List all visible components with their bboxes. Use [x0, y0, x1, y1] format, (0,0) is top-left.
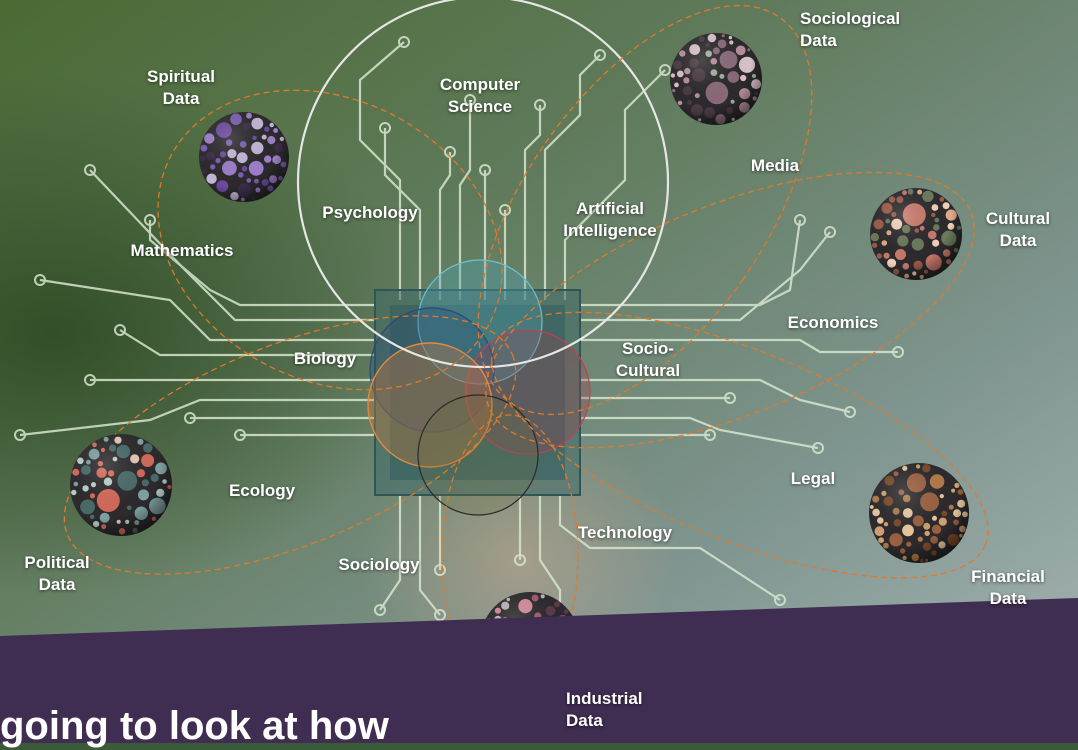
- sphere-shading: [869, 463, 969, 563]
- circuit-trace: [580, 338, 898, 354]
- label-economics: Economics: [787, 313, 879, 332]
- label-biology: Biology: [293, 349, 357, 368]
- label-psychology: Psychology: [322, 203, 418, 222]
- sphere-shading: [870, 188, 962, 280]
- circuit-trace: [543, 54, 601, 300]
- label-sociological-data: Sociological Data: [800, 9, 901, 50]
- circuit-node: [34, 274, 46, 286]
- circuit-traces: [14, 36, 904, 656]
- label-media: Media: [750, 156, 800, 175]
- circuit-node: [812, 442, 824, 454]
- circuit-node: [794, 214, 806, 226]
- circuit-node: [534, 99, 546, 111]
- cultural-data-sphere: [870, 188, 962, 280]
- circuit-trace: [523, 105, 542, 300]
- label-industrial-data: Industrial Data: [566, 689, 643, 730]
- circuit-node: [892, 346, 904, 358]
- circuit-trace: [558, 495, 781, 601]
- circuit-trace: [39, 278, 375, 342]
- circuit-node: [84, 164, 96, 176]
- circuit-node: [774, 594, 786, 606]
- circuit-trace: [563, 69, 666, 300]
- financial-data-sphere: [869, 463, 969, 563]
- circuit-node: [824, 226, 836, 238]
- circuit-node: [464, 94, 476, 106]
- label-computer-science: Computer Science: [439, 75, 521, 116]
- circuit-node: [14, 429, 26, 441]
- circuit-node: [844, 406, 856, 418]
- computer-science-circle: [296, 0, 670, 369]
- circuit-trace: [438, 152, 452, 300]
- venn-circle-navy: [369, 307, 495, 433]
- label-technology: Technology: [577, 523, 673, 542]
- label-cultural-data: Cultural Data: [985, 209, 1051, 250]
- label-ecology: Ecology: [228, 481, 296, 500]
- sociological-data-sphere: [670, 33, 762, 125]
- circuit-node: [434, 564, 446, 576]
- sphere-shading: [670, 33, 762, 125]
- circuit-node: [379, 122, 391, 134]
- label-political-data: Political Data: [24, 553, 90, 594]
- label-socio-cultural: Socio- Cultural: [615, 339, 681, 380]
- circuit-node: [704, 429, 716, 441]
- circuit-node: [434, 609, 446, 621]
- label-artificial-intelligence: Artificial Intelligence: [563, 199, 657, 240]
- circuit-trace: [383, 128, 422, 300]
- circuit-node: [499, 204, 511, 216]
- circuit-node: [594, 49, 606, 61]
- spiritual-data-sphere: [199, 112, 289, 202]
- circuit-trace: [89, 169, 375, 322]
- circuit-trace: [580, 231, 831, 322]
- circuit-node: [84, 374, 96, 386]
- circuit-node: [398, 36, 410, 48]
- circuit-trace: [379, 495, 402, 611]
- circuit-trace: [580, 219, 802, 307]
- sphere-shading: [70, 434, 172, 536]
- circuit-node: [724, 392, 736, 404]
- ellipse-cultural: [485, 171, 975, 449]
- venn-circle-dark: [417, 394, 539, 516]
- circuit-node: [514, 554, 526, 566]
- circuit-node: [659, 64, 671, 76]
- circuit-node: [144, 214, 156, 226]
- circuit-node: [234, 429, 246, 441]
- circuit-node: [184, 412, 196, 424]
- circuit-trace: [418, 495, 441, 616]
- bottom-banner: [0, 598, 1078, 743]
- ellipse-sociological: [477, 4, 813, 416]
- dashed-ellipses: [63, 4, 989, 696]
- label-legal: Legal: [790, 469, 836, 488]
- label-mathematics: Mathematics: [130, 241, 234, 260]
- venn-circle-orange: [367, 342, 493, 468]
- circuit-trace: [358, 41, 405, 300]
- circuit-trace: [148, 220, 375, 307]
- ellipse-spiritual: [157, 89, 503, 391]
- label-spiritual-data: Spiritual Data: [146, 67, 215, 108]
- circuit-trace: [458, 100, 472, 300]
- banner-heading: going to look at how: [0, 704, 389, 748]
- circuit-node: [114, 324, 126, 336]
- circuit-trace: [580, 416, 819, 450]
- ellipse-financial: [491, 311, 989, 579]
- circuit-trace: [19, 398, 375, 437]
- circuit-trace: [119, 329, 375, 357]
- circuit-trace: [580, 378, 851, 414]
- circuit-node: [479, 164, 491, 176]
- circuit-node: [374, 604, 386, 616]
- label-financial-data: Financial Data: [971, 567, 1045, 608]
- venn-circle-red: [465, 329, 591, 455]
- political-data-sphere: [70, 434, 172, 536]
- sphere-shading: [199, 112, 289, 202]
- ellipse-political: [63, 315, 517, 575]
- label-sociology: Sociology: [338, 555, 420, 574]
- ellipse-industrial: [441, 414, 579, 696]
